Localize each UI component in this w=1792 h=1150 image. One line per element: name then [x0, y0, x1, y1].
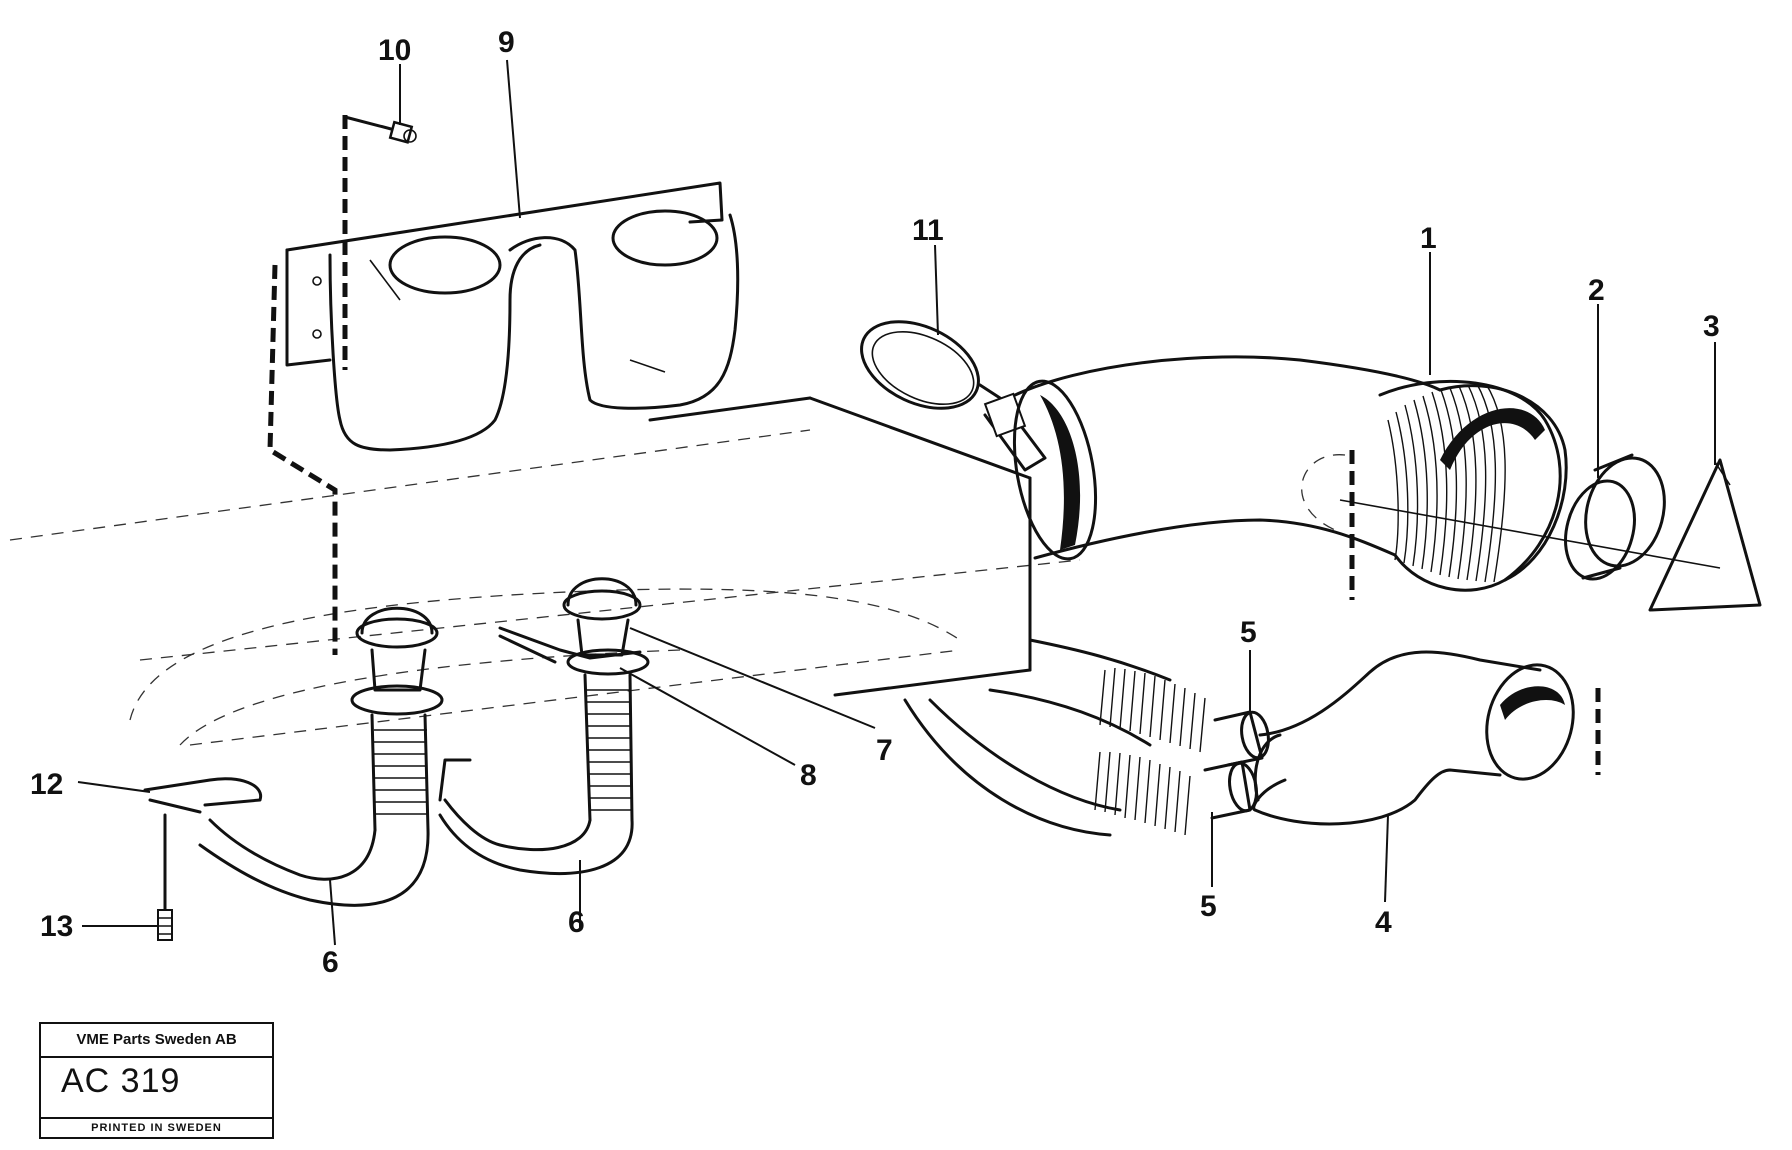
screw-part-13 [157, 813, 173, 941]
callout-11: 11 [912, 214, 944, 247]
clip-part-12 [143, 777, 263, 814]
callout-7: 7 [876, 734, 893, 767]
flex-hoses-right [903, 638, 1206, 837]
callout-1: 1 [1420, 222, 1437, 255]
screw-part-10 [343, 115, 417, 144]
callout-4: 4 [1375, 906, 1392, 939]
bracket-dashed-mount [267, 115, 348, 655]
triangle-holder-part-3 [1648, 458, 1762, 612]
nozzle-assembly-left [198, 606, 444, 907]
drawing-code: AC 319 [61, 1062, 181, 1100]
callout-6-left: 6 [322, 946, 339, 979]
coupler-part-5-lower [1203, 760, 1258, 820]
callout-12: 12 [30, 768, 63, 801]
printed-in-label: PRINTED IN SWEDEN [41, 1117, 272, 1137]
cable-tie-part-8 [498, 626, 642, 664]
panel-outline [9, 429, 1081, 746]
s-duct-part-4 [1252, 650, 1601, 826]
ring-part-2 [1564, 453, 1666, 581]
callout-3: 3 [1703, 310, 1720, 343]
heater-box [648, 396, 1032, 697]
bracket-part-9 [285, 181, 740, 452]
elbow-duct-part-1 [1012, 355, 1721, 600]
callout-13: 13 [40, 910, 73, 943]
title-block: VME Parts Sweden AB AC 319 PRINTED IN SW… [39, 1022, 274, 1139]
leader-lines [77, 59, 1716, 946]
callout-5-lower: 5 [1200, 890, 1217, 923]
callout-6-right: 6 [568, 906, 585, 939]
callout-8: 8 [800, 759, 817, 792]
callout-5-upper: 5 [1240, 616, 1257, 649]
company-name: VME Parts Sweden AB [41, 1024, 272, 1058]
coupler-part-5-upper [1213, 710, 1270, 767]
nozzle-assembly-right [438, 577, 650, 875]
callout-2: 2 [1588, 274, 1605, 307]
callout-labels: 10 9 11 1 2 3 5 5 4 7 8 6 6 12 13 [30, 26, 1720, 979]
callout-9: 9 [498, 26, 515, 59]
callout-10: 10 [378, 34, 411, 67]
